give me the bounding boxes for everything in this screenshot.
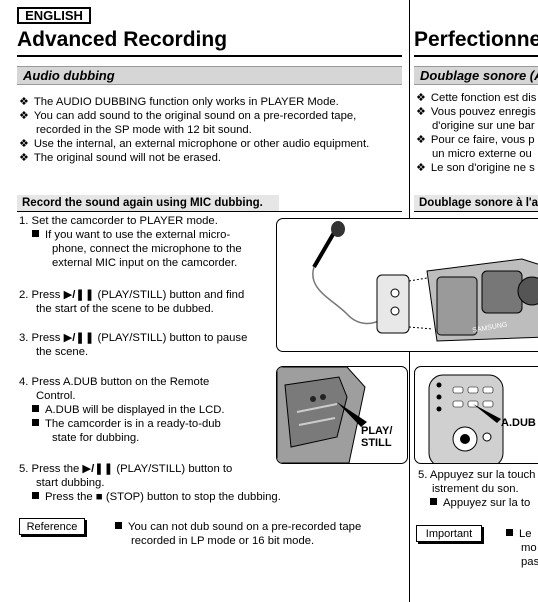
reference-label: Reference [19, 518, 85, 535]
play-pause-icon: ▶/❚❚ [63, 289, 95, 301]
bullet-icon: ❖ [19, 152, 29, 164]
list-item-continued: d'origine sur une bar [432, 120, 535, 132]
bullet-icon: ❖ [416, 92, 426, 104]
subsection-header-mic-dubbing: Record the sound again using MIC dubbing… [17, 195, 279, 211]
bullet-icon: ❖ [19, 96, 29, 108]
list-item: ❖Cette fonction est dis [416, 92, 537, 104]
illustration-mic-camcorder: SAMSUNG [276, 218, 538, 352]
bullet-square-icon [32, 419, 39, 426]
bullet-icon: ❖ [19, 138, 29, 150]
step-4: 4. Press A.DUB button on the Remote Cont… [19, 376, 225, 444]
title-rule-french [414, 55, 538, 57]
list-item: ❖The original sound will not be erased. [19, 152, 222, 164]
play-pause-icon: ▶/❚❚ [82, 463, 114, 475]
bullet-icon: ❖ [416, 134, 426, 146]
camcorder-icon [426, 258, 538, 342]
pointer-arrow-icon [473, 404, 501, 423]
section-header-french: Doublage sonore (A [414, 66, 538, 85]
list-item: ❖Vous pouvez enregis [416, 106, 536, 118]
bullet-icon: ❖ [19, 110, 29, 122]
bullet-icon: ❖ [416, 106, 426, 118]
step-3: 3. Press ▶/❚❚ (PLAY/STILL) button to pau… [19, 332, 248, 358]
mic-jack-zoom [376, 274, 434, 334]
subsection-header-french: Doublage sonore à l'ai [414, 195, 538, 211]
illustration-remote-adub: A.DUB [414, 366, 538, 464]
page-title: Advanced Recording [17, 28, 228, 51]
bullet-icon: ❖ [416, 162, 426, 174]
french-bullet-list: ❖Cette fonction est dis ❖Vous pouvez enr… [416, 91, 538, 175]
step-5: 5. Press the ▶/❚❚ (PLAY/STILL) button to… [19, 463, 281, 503]
list-item-continued: un micro externe ou [432, 148, 532, 160]
reference-note: You can not dub sound on a pre-recorded … [115, 520, 361, 548]
title-rule [17, 55, 402, 57]
list-item: ❖You can add sound to the original sound… [19, 110, 357, 122]
bullet-square-icon [430, 498, 437, 505]
illustration-play-still: PLAY/ STILL [276, 366, 408, 464]
list-item: ❖Pour ce faire, vous p [416, 134, 535, 146]
bullet-square-icon [32, 492, 39, 499]
subsection-rule [17, 211, 402, 212]
bullet-square-icon [506, 529, 513, 536]
subsection-rule-french [414, 211, 538, 212]
list-item: ❖Le son d'origine ne s [416, 162, 535, 174]
french-step-5: 5. Appuyez sur la touch istrement du son… [418, 469, 536, 509]
stop-icon: ■ [95, 491, 103, 503]
mic-camcorder-drawing: SAMSUNG [312, 221, 538, 342]
language-label: ENGLISH [17, 7, 91, 24]
adub-label: A.DUB [501, 417, 536, 429]
important-label: Important [416, 525, 482, 542]
play-still-label: PLAY/ STILL [361, 425, 393, 449]
important-note-french: Le mo pas [506, 527, 538, 569]
play-pause-icon: ▶/❚❚ [63, 332, 95, 344]
remote-buttons [452, 386, 494, 452]
list-item: ❖The AUDIO DUBBING function only works i… [19, 96, 339, 108]
step-2: 2. Press ▶/❚❚ (PLAY/STILL) button and fi… [19, 289, 245, 315]
step-1: 1. Set the camcorder to PLAYER mode. If … [19, 215, 242, 269]
list-item: ❖Use the internal, an external microphon… [19, 138, 370, 150]
intro-bullet-list: ❖The AUDIO DUBBING function only works i… [19, 95, 369, 165]
bullet-square-icon [32, 230, 39, 237]
page-title-french: Perfectionne [414, 28, 538, 51]
pointer-arrow-icon [337, 402, 367, 427]
bullet-square-icon [115, 522, 122, 529]
bullet-square-icon [32, 405, 39, 412]
section-header-audio-dubbing: Audio dubbing [17, 66, 402, 85]
list-item-continued: recorded in the SP mode with 12 bit soun… [36, 124, 252, 136]
